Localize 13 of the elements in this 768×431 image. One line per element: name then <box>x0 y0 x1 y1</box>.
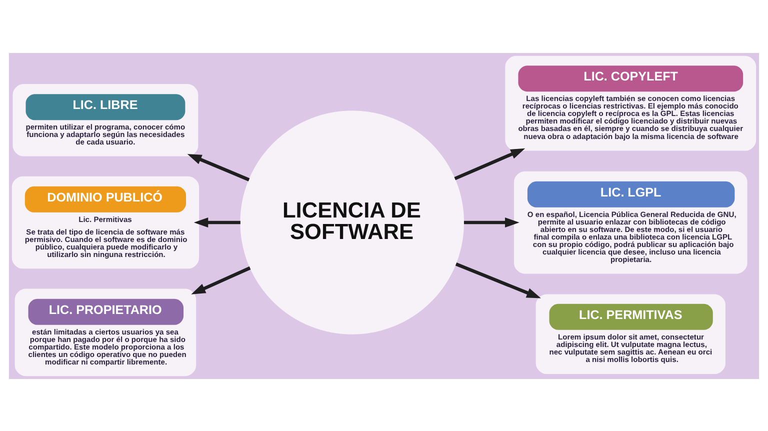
arrow <box>194 217 240 227</box>
node-box: LIC. PERMITIVAS Lorem ipsum dolor sit amet, consectetur adipiscing elit. Ut vulputate magna lectus, nec vulputate sem sagittis ac. Aenean eu orci a nisi mollis lobortis quis. <box>536 294 726 374</box>
node-box: DOMINIO PUBLICÓ Lic. Permitivas Se trata del tipo de licencia de software más permisivo. Cuando el software es de dominio público, cualquiera puede modificarlo y utilizarlo sin ninguna restricción. <box>12 176 200 268</box>
node-circle: LICENCIA DE SOFTWARE <box>240 110 464 334</box>
node-box: LIC. COPYLEFT Las licencias copyleft también se conocen como licencias recíprocas o licencias restrictivas. El ejemplo más conocido de licencia copyleft o recíproca es la GPL. Estas licencias permiten modificar el código licenciado y distribuir nuevas obras basadas en él, siempre y cuando se distribuya cualquier nueva obra o adaptación bajo la misma licencia de software <box>505 55 756 150</box>
arrow <box>187 153 250 181</box>
node-box: LIC. LIBRE permiten utilizar el programa, conocer cómo funciona y adaptarlo según las necesidades de cada usuario. <box>12 84 198 156</box>
arrow <box>454 148 526 180</box>
arrow <box>464 217 520 227</box>
arrow <box>191 266 251 294</box>
node-box: LIC. LGPL O en español, Licencia Pública General Reducida de GNU, permite al usuario enlazar con bibliotecas de código abierto en su software. De este modo, si el usuario final compila o enlaza una biblioteca con licencia LGPL con su propio código, podrá publicar su aplicación bajo cualquier licencia que desee, incluso una licencia propietaria. <box>514 170 748 274</box>
node-box: LIC. PROPIETARIO están limitadas a ciertos usuarios ya sea porque han pagado por él o porque ha sido compartido. Este modelo proporciona a los clientes un código operativo que no pueden modificar ni compartir libremente. <box>14 288 196 376</box>
arrow <box>455 262 541 298</box>
